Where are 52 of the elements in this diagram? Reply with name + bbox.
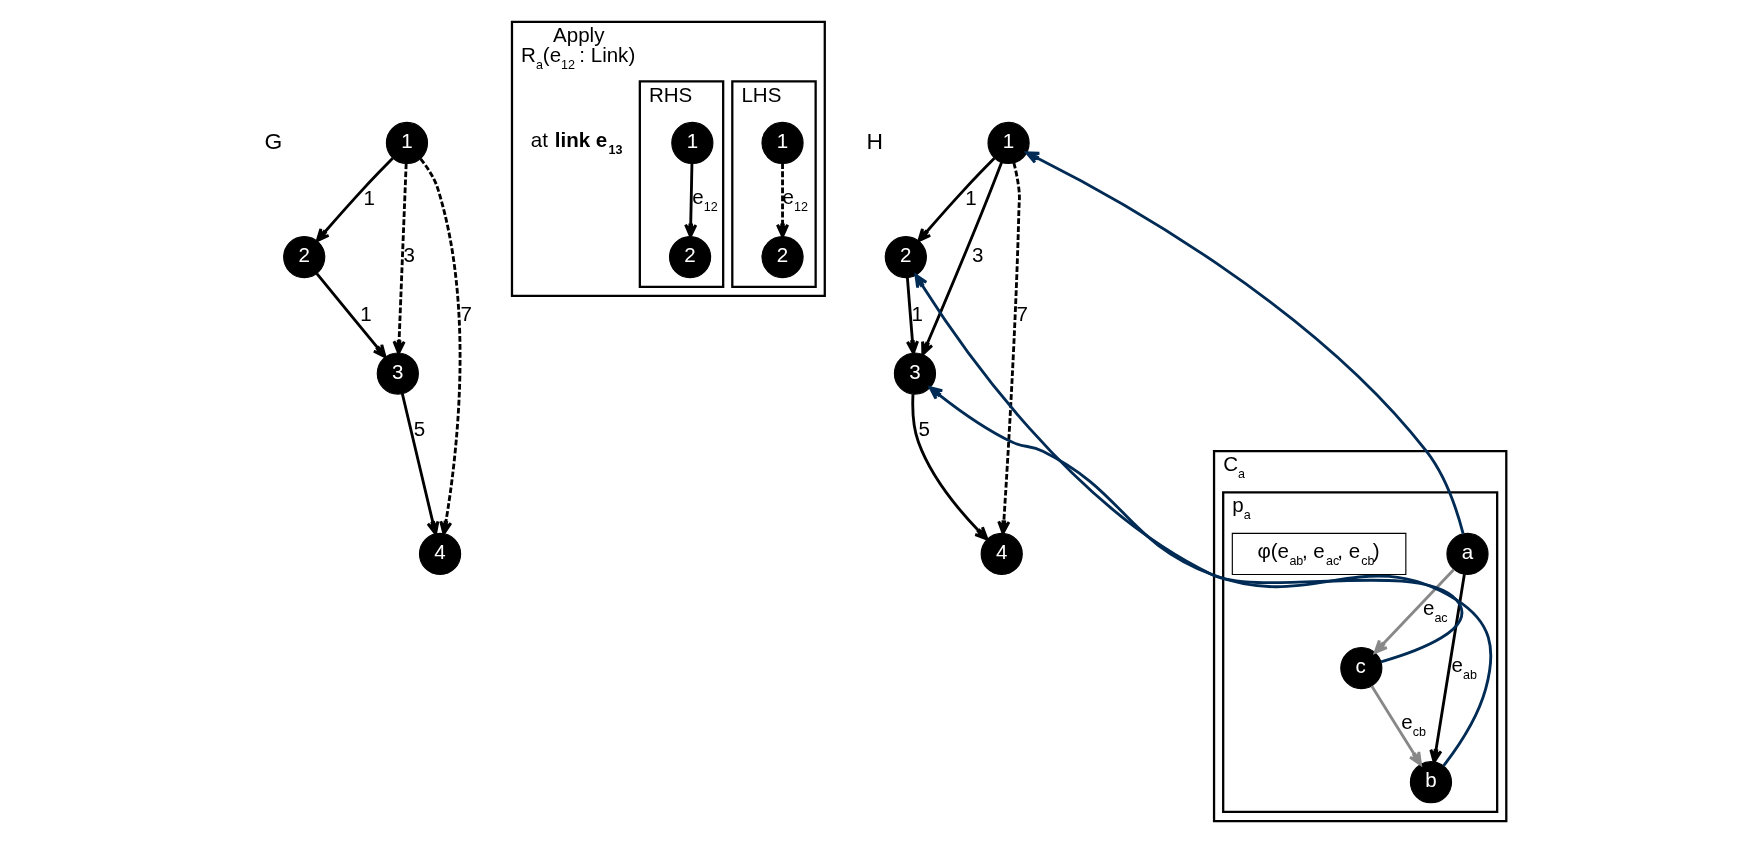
arrow bbox=[419, 158, 462, 536]
edge-label: e$_{12}$ bbox=[782, 184, 808, 214]
node-circle: 4 bbox=[418, 532, 462, 576]
arrow bbox=[928, 386, 1493, 767]
edge-label: 7 bbox=[1016, 302, 1028, 326]
label: G bbox=[264, 127, 283, 154]
arrow bbox=[775, 163, 790, 238]
arrow bbox=[315, 157, 394, 243]
edge-label: e$_{ac}$ bbox=[1422, 595, 1448, 625]
arrow bbox=[1370, 685, 1422, 766]
edge-label: 3 bbox=[403, 243, 415, 267]
edge-label: 5 bbox=[413, 416, 426, 440]
arrow bbox=[905, 277, 920, 355]
node-circle: 1 bbox=[987, 121, 1030, 165]
node-circle: 4 bbox=[980, 532, 1023, 576]
arrow bbox=[392, 163, 408, 355]
arrow bbox=[997, 162, 1021, 535]
node-circle: 3 bbox=[893, 352, 937, 395]
node-circle: 1 bbox=[761, 121, 804, 165]
node-circle: a bbox=[1446, 532, 1489, 576]
arrow bbox=[917, 157, 996, 243]
node-circle: 3 bbox=[376, 352, 419, 395]
node-circle: c bbox=[1340, 646, 1383, 690]
node-circle: 2 bbox=[884, 236, 927, 279]
arrow bbox=[1429, 574, 1466, 764]
label: H bbox=[866, 127, 883, 154]
node-label: at link e$_{13}$ bbox=[530, 127, 623, 157]
edge-label: 5 bbox=[918, 416, 930, 440]
edge-label: 1 bbox=[911, 302, 923, 326]
node-circle: 1 bbox=[385, 121, 429, 165]
edge-label: e$_{cb}$ bbox=[1401, 710, 1426, 740]
node-box: φ(e$_{ab}$, e$_{ac}$, e$_{cb}$) bbox=[1231, 532, 1407, 576]
edge-label: e$_{12}$ bbox=[692, 184, 718, 214]
edge-label: 3 bbox=[972, 243, 984, 267]
edge-label: 1 bbox=[360, 302, 372, 326]
arrow bbox=[914, 273, 1464, 664]
edge-label: 7 bbox=[460, 302, 473, 326]
edge-label: e$_{ab}$ bbox=[1451, 652, 1477, 682]
arrow bbox=[1373, 568, 1455, 654]
node-circle: 2 bbox=[283, 236, 326, 279]
node-circle: 2 bbox=[761, 236, 804, 279]
arrow bbox=[1025, 151, 1465, 534]
node-circle: b bbox=[1409, 761, 1453, 804]
arrow bbox=[400, 393, 440, 536]
arrow bbox=[921, 161, 1003, 356]
edge-label: 1 bbox=[363, 186, 375, 210]
arrow bbox=[684, 163, 698, 238]
arrow bbox=[911, 394, 989, 541]
arrow bbox=[315, 272, 387, 359]
node-circle: 1 bbox=[671, 121, 714, 165]
edge-label: 1 bbox=[965, 186, 977, 210]
node-circle: 2 bbox=[668, 236, 712, 279]
